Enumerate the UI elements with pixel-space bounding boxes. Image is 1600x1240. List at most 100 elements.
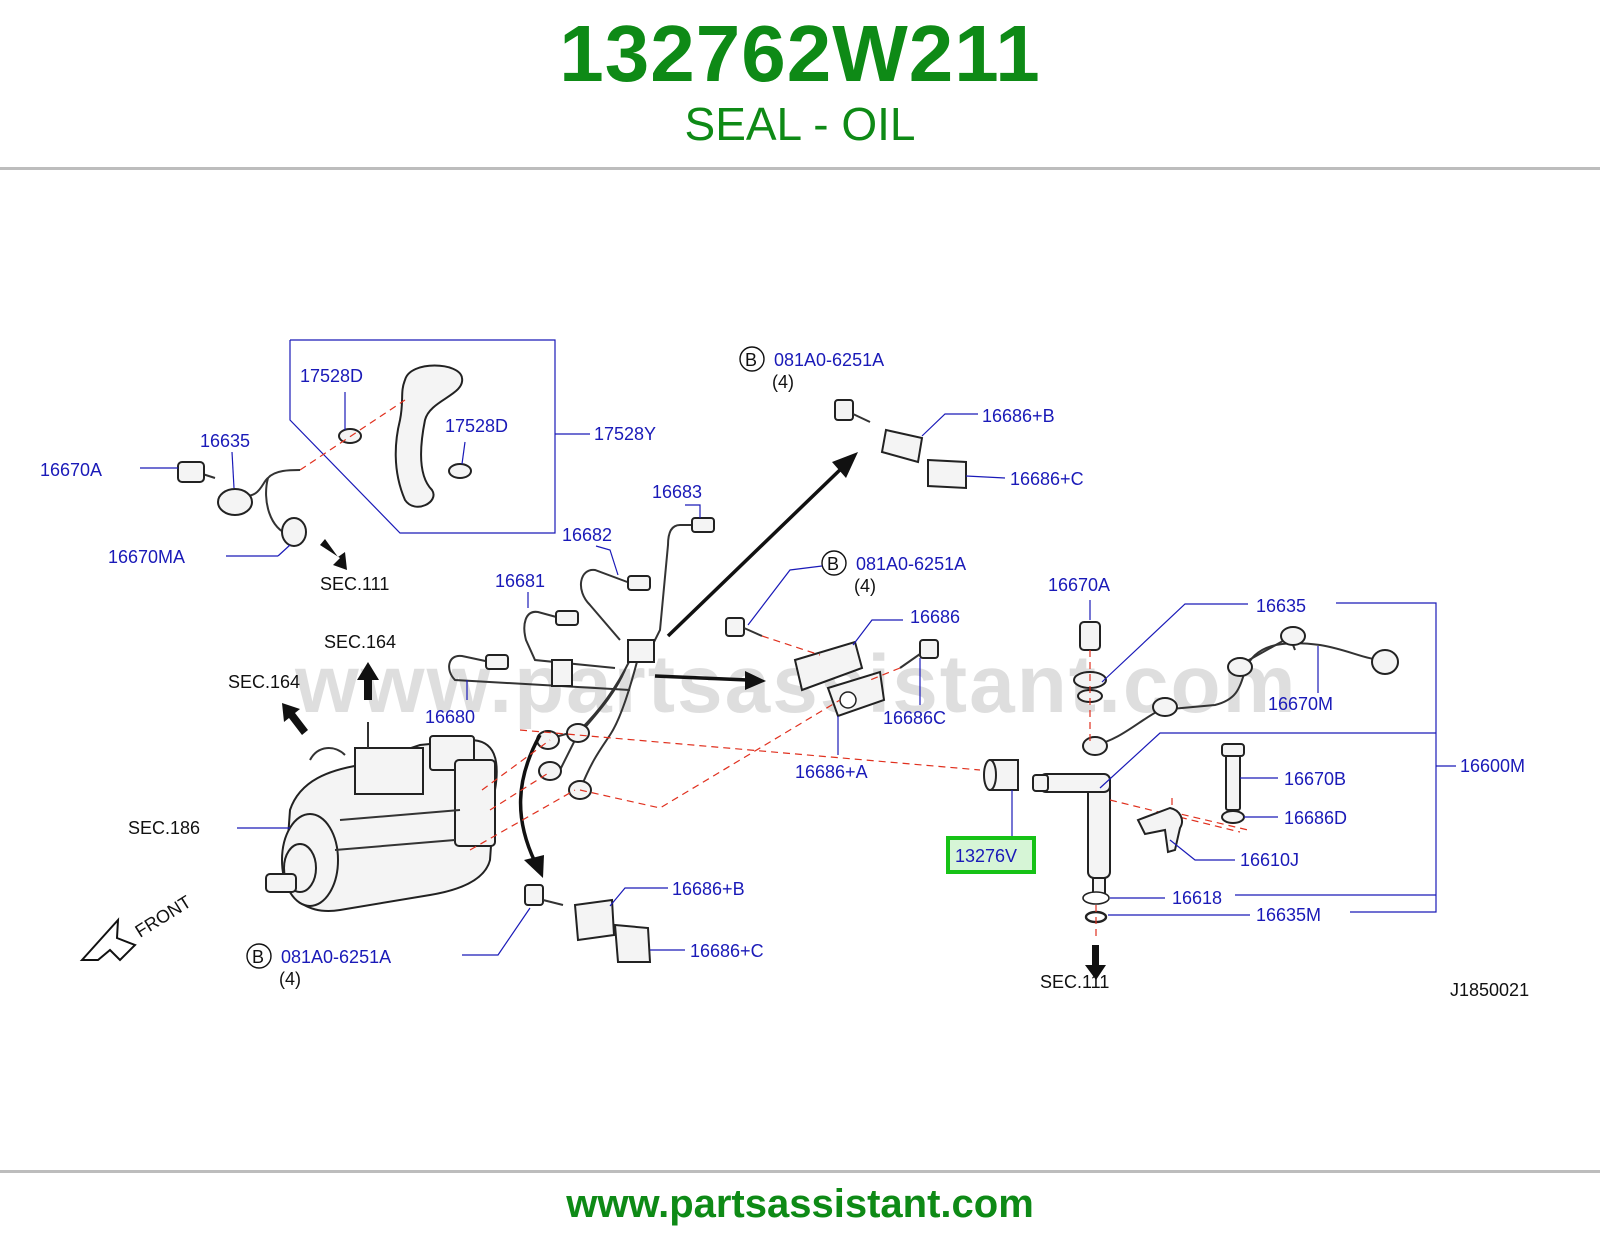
label-16683[interactable]: 16683 (652, 482, 702, 502)
label-16686C[interactable]: 16686C (883, 708, 946, 728)
label-081A0-b[interactable]: 081A0-6251A (856, 554, 966, 574)
label-081A0-c[interactable]: 081A0-6251A (281, 947, 391, 967)
label-16618[interactable]: 16618 (1172, 888, 1222, 908)
washer-16686D[interactable] (1221, 810, 1245, 824)
front-arrow-icon (79, 917, 137, 962)
dash-bracket-a (761, 635, 821, 656)
label-sec164-a[interactable]: SEC.164 (324, 632, 396, 652)
footer-url-link[interactable]: www.partsassistant.com (566, 1182, 1034, 1226)
bracket-16686C-top[interactable] (927, 458, 967, 490)
bracket-16686C-bottom[interactable] (613, 923, 652, 963)
leader-17528D-b (461, 441, 466, 465)
highlight-box-13276V[interactable] (946, 836, 1036, 874)
label-16670A-b[interactable]: 16670A (1048, 575, 1110, 595)
hose-part[interactable] (394, 364, 464, 508)
label-16681[interactable]: 16681 (495, 571, 545, 591)
label-16686A[interactable]: 16686+A (795, 762, 868, 782)
nut-lower-b[interactable] (566, 723, 590, 743)
bolt-top-bracket[interactable] (834, 399, 854, 421)
part-name-subtitle: SEAL - OIL (684, 98, 916, 150)
leader-16686C-a (965, 475, 1006, 479)
dash-bracket-chain (579, 699, 841, 809)
label-16670MA[interactable]: 16670MA (108, 547, 185, 567)
nut-lower-a[interactable] (536, 730, 560, 750)
oil-seal-13276V-face (983, 759, 997, 791)
bolt-16686C[interactable] (919, 639, 939, 659)
pipe-clamp-lower[interactable] (551, 659, 573, 687)
label-17528Y[interactable]: 17528Y (594, 424, 656, 444)
badge-B-c-text: B (252, 947, 264, 967)
bolt-mid-left-shank (743, 627, 763, 637)
washer-16635-left[interactable] (217, 488, 253, 516)
nut-16681[interactable] (555, 610, 579, 626)
label-sec111-b[interactable]: SEC.111 (1040, 972, 1109, 992)
footer-divider (0, 1170, 1600, 1173)
injector-inlet-nut (1032, 774, 1049, 792)
label-16670A-a[interactable]: 16670A (40, 460, 102, 480)
bolt-16670A-left[interactable] (177, 461, 205, 483)
label-16686D[interactable]: 16686D (1284, 808, 1347, 828)
hose-group-box (289, 339, 556, 534)
label-13276V[interactable]: 13276V (955, 846, 1017, 866)
leader-16686B-a (921, 413, 978, 437)
hose-clamp-lower[interactable] (448, 463, 472, 479)
o-ring-16618[interactable] (1082, 891, 1110, 905)
pipe-16683[interactable] (649, 524, 700, 651)
pipe-clamp-upper[interactable] (627, 639, 655, 663)
header-divider (0, 167, 1600, 170)
arrow-sec111-right (1085, 945, 1106, 980)
nut-16683[interactable] (691, 517, 715, 533)
label-16682[interactable]: 16682 (562, 525, 612, 545)
label-16686B-a[interactable]: 16686+B (982, 406, 1055, 426)
dash-main-right (519, 729, 981, 771)
part-number-title: 132762W211 (559, 9, 1041, 98)
label-16686B-b[interactable]: 16686+B (672, 879, 745, 899)
bracket-16600M-outer (1336, 602, 1437, 913)
label-16670B[interactable]: 16670B (1284, 769, 1346, 789)
pipe-16682[interactable] (580, 568, 631, 641)
injection-pump[interactable] (265, 722, 498, 912)
bolt-16670B[interactable] (1225, 749, 1241, 811)
label-qty-a[interactable]: (4) (772, 372, 794, 392)
label-qty-c[interactable]: (4) (279, 969, 301, 989)
label-16635-a[interactable]: 16635 (200, 431, 250, 451)
label-sec111-a[interactable]: SEC.111 (320, 574, 389, 594)
watermark-text: www.partsassistant.com (294, 639, 1298, 730)
bracket-16686B-top[interactable] (880, 428, 924, 464)
pipe-16681[interactable] (523, 610, 616, 669)
badge-B-b (821, 550, 847, 576)
leader-16683 (685, 504, 701, 518)
clamp-16610J[interactable] (1136, 806, 1183, 854)
nut-16680[interactable] (485, 654, 509, 670)
pipe-16680[interactable] (448, 654, 631, 691)
badge-B-c (246, 943, 272, 969)
label-16635-b[interactable]: 16635 (1256, 596, 1306, 616)
label-16680[interactable]: 16680 (425, 707, 475, 727)
label-16610J[interactable]: 16610J (1240, 850, 1299, 870)
bolt-16670A-right[interactable] (1079, 621, 1101, 651)
nut-16682[interactable] (627, 575, 651, 591)
label-16686[interactable]: 16686 (910, 607, 960, 627)
label-17528D-b[interactable]: 17528D (445, 416, 508, 436)
bracket-16686B-bottom[interactable] (573, 898, 616, 942)
label-17528D-a[interactable]: 17528D (300, 366, 363, 386)
label-sec164-b[interactable]: SEC.164 (228, 672, 300, 692)
label-16670M[interactable]: 16670M (1268, 694, 1333, 714)
label-16686C-a[interactable]: 16686+C (1010, 469, 1084, 489)
label-16686C-b[interactable]: 16686+C (690, 941, 764, 961)
label-front[interactable]: FRONT (132, 892, 195, 942)
pipe-16670M-eye-d (1280, 626, 1306, 646)
label-16635M[interactable]: 16635M (1256, 905, 1321, 925)
pipe-16670M-eye-b (1152, 697, 1178, 717)
bolt-bottom-bracket[interactable] (524, 884, 544, 906)
label-sec186[interactable]: SEC.186 (128, 818, 200, 838)
parts-diagram: www.partsassistant.com 17528Y 17528D 175… (40, 339, 1529, 1000)
label-16600M[interactable]: 16600M (1460, 756, 1525, 776)
arrow-sec164-b (282, 703, 308, 735)
arrow-right-head (745, 671, 766, 690)
bolt-mid-left[interactable] (725, 617, 745, 637)
label-081A0-a[interactable]: 081A0-6251A (774, 350, 884, 370)
label-qty-b[interactable]: (4) (854, 576, 876, 596)
seal-16670MA[interactable] (281, 517, 307, 547)
bracket-16686[interactable] (793, 640, 864, 692)
